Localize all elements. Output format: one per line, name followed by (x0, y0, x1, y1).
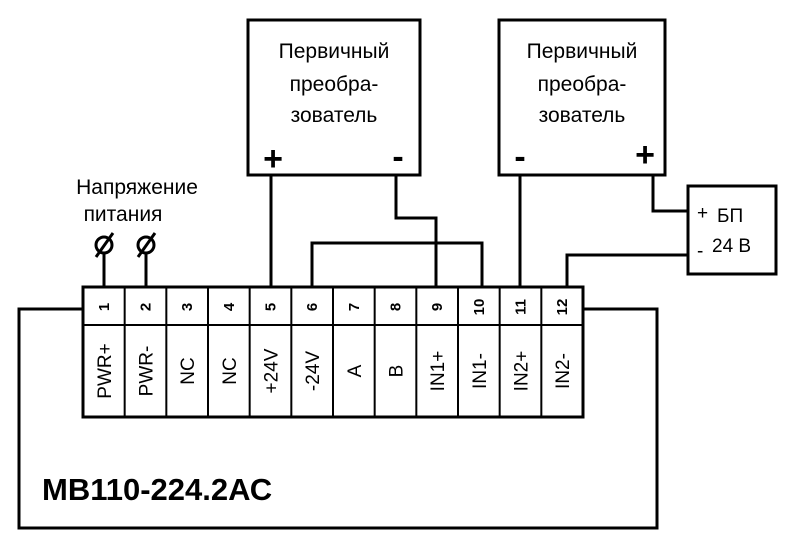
terminal-label: A (345, 364, 366, 377)
power-supply-plus: + (697, 203, 708, 224)
wire-in2minus-to-psu-minus (565, 253, 688, 287)
primary-transducer-2 (497, 18, 667, 177)
transducer-2-plus-sign: + (635, 136, 655, 174)
supply-voltage-label-line1: Напряжение (76, 176, 198, 199)
terminal-number: 7 (346, 303, 363, 311)
supply-voltage-label-line2: питания (84, 203, 163, 226)
transducer-1-label-line2: преобра- (290, 73, 379, 96)
power-supply-minus: - (697, 241, 703, 262)
transducer-1-label-line1: Первичный (279, 40, 390, 63)
wire-sensor2-plus-to-psu-plus (651, 175, 688, 213)
transducer-2-label-line2: преобра- (538, 73, 627, 96)
terminal-label: NC (220, 357, 241, 384)
terminal-number: 8 (388, 303, 405, 311)
supply-terminal-1 (94, 232, 115, 287)
terminal-label: B (387, 365, 408, 378)
terminal-number: 2 (138, 303, 155, 311)
terminal-number: 1 (96, 303, 113, 311)
terminal-label: PWR- (137, 346, 158, 397)
wire-minus24v-to-in1minus (310, 241, 484, 287)
transducer-1-label-line3: зователь (291, 104, 378, 127)
device-body-outline (17, 307, 659, 530)
terminal-label: IN1- (470, 353, 491, 389)
terminal-number: 5 (263, 303, 280, 311)
transducer-2-minus-sign: - (514, 138, 525, 176)
terminal-label: IN1+ (428, 351, 449, 392)
device-model: МВ110-224.2АС (42, 472, 272, 507)
power-supply-box (686, 184, 778, 276)
power-supply-voltage: 24 В (712, 236, 751, 257)
terminal-label: IN2+ (512, 351, 533, 392)
wire-sensor1-minus-to-in1plus (394, 175, 438, 287)
power-supply-label: БП (717, 206, 743, 227)
terminal-number: 9 (429, 303, 446, 311)
transducer-2-label-line3: зователь (539, 104, 626, 127)
terminal-number: 11 (513, 299, 530, 315)
transducer-1-minus-sign: - (392, 138, 403, 176)
terminal-number: 3 (179, 303, 196, 311)
supply-terminal-2 (136, 232, 157, 287)
transducer-2-label-line1: Первичный (527, 40, 638, 63)
primary-transducer-1 (246, 18, 422, 177)
terminal-label: NC (178, 357, 199, 384)
terminal-label: -24V (303, 351, 324, 391)
terminal-number: 6 (304, 303, 321, 311)
terminal-label: +24V (262, 348, 283, 393)
terminal-number: 12 (554, 299, 571, 316)
terminal-label: IN2- (553, 353, 574, 389)
terminal-number: 4 (221, 302, 238, 311)
terminal-label: PWR+ (95, 343, 116, 398)
terminal-number: 10 (471, 299, 488, 316)
transducer-1-plus-sign: + (263, 140, 283, 178)
